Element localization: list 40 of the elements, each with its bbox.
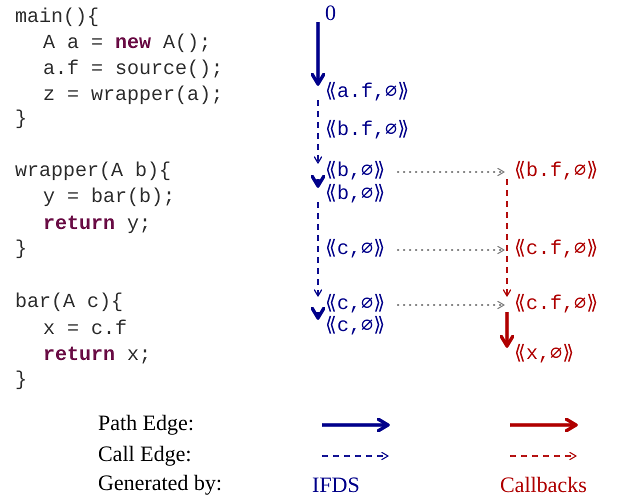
column-label: IFDS [312, 472, 360, 498]
dataflow-fact-label: ⟪c,∅⟫ [321, 316, 386, 338]
path-edge-arrow [499, 312, 515, 348]
dataflow-fact-label: ⟪a.f,∅⟫ [321, 82, 410, 104]
edge-arrow [397, 246, 505, 254]
dataflow-fact-label: ⟪b,∅⟫ [321, 184, 386, 206]
code-line: } [15, 368, 28, 394]
code-line: z = wrapper(a); [43, 83, 224, 109]
column-label: Callbacks [500, 472, 587, 498]
edge-arrow [314, 202, 322, 297]
path-edge-arrow [310, 174, 326, 188]
edge-arrow [397, 168, 505, 176]
code-line: y = bar(b); [43, 185, 176, 211]
code-line: } [15, 237, 28, 263]
code-line: return y; [43, 212, 152, 238]
legend-row-label: Generated by: [98, 470, 222, 496]
edge-arrow [314, 100, 322, 164]
dataflow-fact-label: ⟪b.f,∅⟫ [321, 120, 410, 142]
code-line: main(){ [15, 5, 100, 31]
dataflow-fact-label: ⟪c.f,∅⟫ [510, 239, 598, 261]
code-line: x = c.f [43, 317, 128, 343]
edge-arrow [502, 179, 512, 297]
dataflow-fact-label: ⟪c,∅⟫ [321, 239, 386, 261]
code-line: wrapper(A b){ [15, 159, 172, 185]
path-edge-arrow [310, 22, 326, 86]
dataflow-fact-label: ⟪x,∅⟫ [510, 344, 574, 366]
legend-text: Call Edge: [98, 441, 192, 467]
path-edge-arrow [310, 306, 326, 320]
zero-fact-label: 0 [321, 0, 336, 26]
legend-text: Path Edge: [98, 410, 194, 436]
edge-arrow [397, 300, 505, 310]
dataflow-fact-label: ⟪b.f,∅⟫ [510, 161, 598, 183]
code-line: A a = new A(); [43, 31, 212, 57]
code-line: bar(A c){ [15, 290, 124, 316]
code-line: a.f = source(); [43, 57, 224, 83]
dataflow-fact-label: ⟪b,∅⟫ [321, 161, 386, 183]
code-line: } [15, 107, 28, 133]
code-line: return x; [43, 343, 152, 369]
dataflow-fact-label: ⟪c,∅⟫ [321, 294, 386, 316]
dataflow-fact-label: ⟪c.f,∅⟫ [510, 294, 598, 316]
